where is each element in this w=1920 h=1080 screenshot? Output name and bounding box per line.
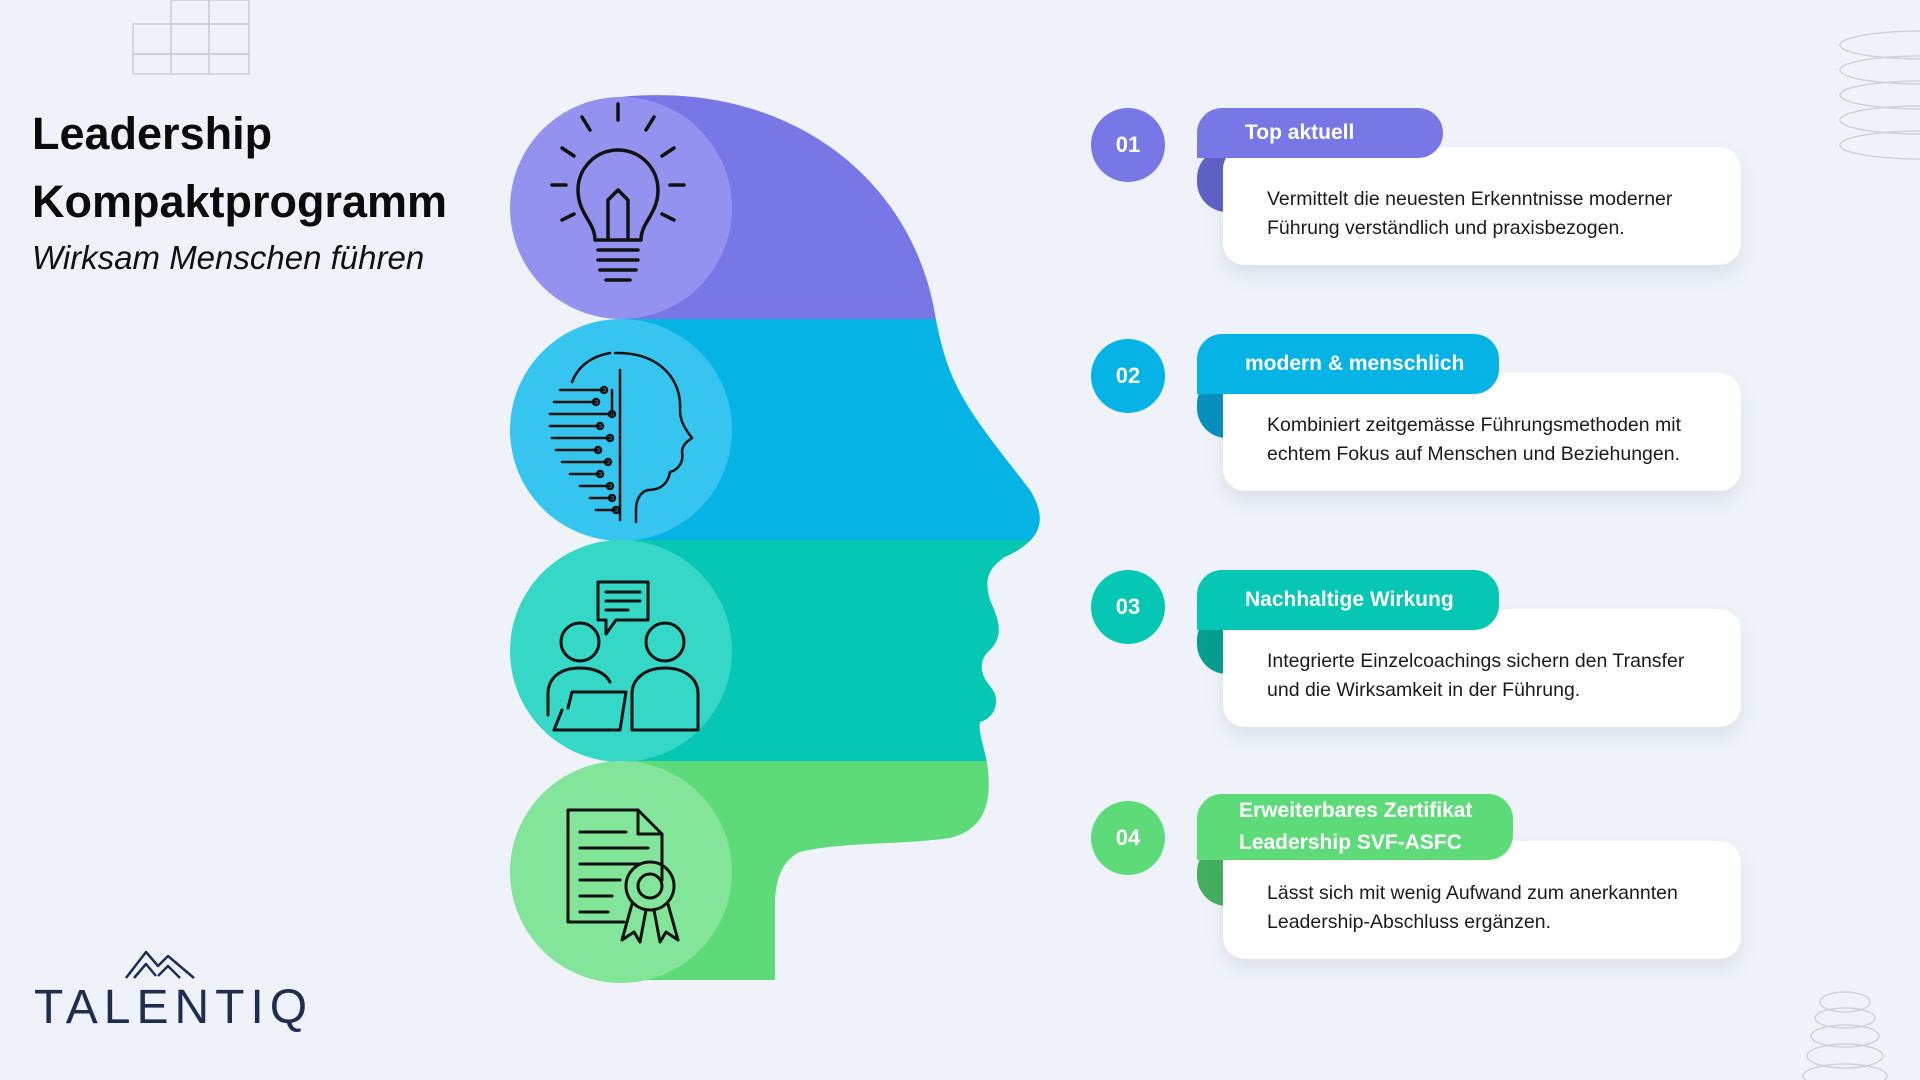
ai-head-icon bbox=[548, 351, 694, 524]
item-text-line2: und die Wirksamkeit in der Führung. bbox=[1267, 679, 1581, 701]
item-card: Lässt sich mit wenig Aufwand zum anerkan… bbox=[1223, 841, 1741, 959]
item-text-line1: Vermittelt die neuesten Erkenntnisse mod… bbox=[1267, 188, 1673, 210]
grid-decoration bbox=[132, 0, 250, 75]
item-text-line2: echtem Fokus auf Menschen und Beziehunge… bbox=[1267, 443, 1681, 465]
page-title-line2: Kompaktprogramm bbox=[32, 176, 448, 227]
item-04: Lässt sich mit wenig Aufwand zum anerkan… bbox=[1197, 794, 1741, 962]
item-text-line1: Lässt sich mit wenig Aufwand zum anerkan… bbox=[1267, 882, 1678, 904]
mountain-logo-icon bbox=[125, 950, 195, 979]
item-number-04: 04 bbox=[1091, 801, 1165, 875]
lightbulb-icon bbox=[550, 102, 686, 282]
item-number-03: 03 bbox=[1091, 570, 1165, 644]
lightbulb-circle bbox=[510, 97, 732, 319]
item-tab: Top aktuell bbox=[1197, 108, 1443, 158]
head-silhouette bbox=[510, 95, 1040, 983]
certificate-circle bbox=[510, 761, 732, 983]
item-tab-line2: Leadership SVF-ASFC bbox=[1239, 831, 1462, 854]
item-text-line1: Kombiniert zeitgemässe Führungsmethoden … bbox=[1267, 414, 1682, 436]
certificate-icon bbox=[566, 808, 680, 944]
conversation-icon bbox=[546, 580, 700, 732]
item-card: Vermittelt die neuesten Erkenntnisse mod… bbox=[1223, 147, 1741, 265]
coil-decoration bbox=[1839, 30, 1920, 160]
item-text-line2: Führung verständlich und praxisbezogen. bbox=[1267, 217, 1625, 239]
page-title-line1: Leadership bbox=[32, 108, 273, 159]
item-number-01: 01 bbox=[1091, 108, 1165, 182]
item-tab: Nachhaltige Wirkung bbox=[1197, 570, 1499, 630]
item-tab: Erweiterbares Zertifikat Leadership SVF-… bbox=[1197, 794, 1513, 860]
title-block: Leadership Kompaktprogramm Wirksam Mensc… bbox=[32, 100, 447, 280]
item-tab-line1: Erweiterbares Zertifikat bbox=[1239, 799, 1473, 822]
coil-decoration-bottom bbox=[1802, 991, 1888, 1080]
item-tab: modern & menschlich bbox=[1197, 334, 1499, 394]
item-03: Integrierte Einzelcoachings sichern den … bbox=[1197, 570, 1741, 730]
item-text-line2: Leadership-Abschluss ergänzen. bbox=[1267, 911, 1552, 933]
item-01: Vermittelt die neuesten Erkenntnisse mod… bbox=[1197, 108, 1741, 268]
page-subtitle: Wirksam Menschen führen bbox=[32, 239, 425, 276]
brand-logo-text: TALENTIQ bbox=[34, 981, 314, 1034]
item-text-line1: Integrierte Einzelcoachings sichern den … bbox=[1267, 650, 1685, 672]
item-02: Kombiniert zeitgemässe Führungsmethoden … bbox=[1197, 334, 1741, 494]
item-number-02: 02 bbox=[1091, 339, 1165, 413]
conversation-circle bbox=[510, 540, 732, 762]
